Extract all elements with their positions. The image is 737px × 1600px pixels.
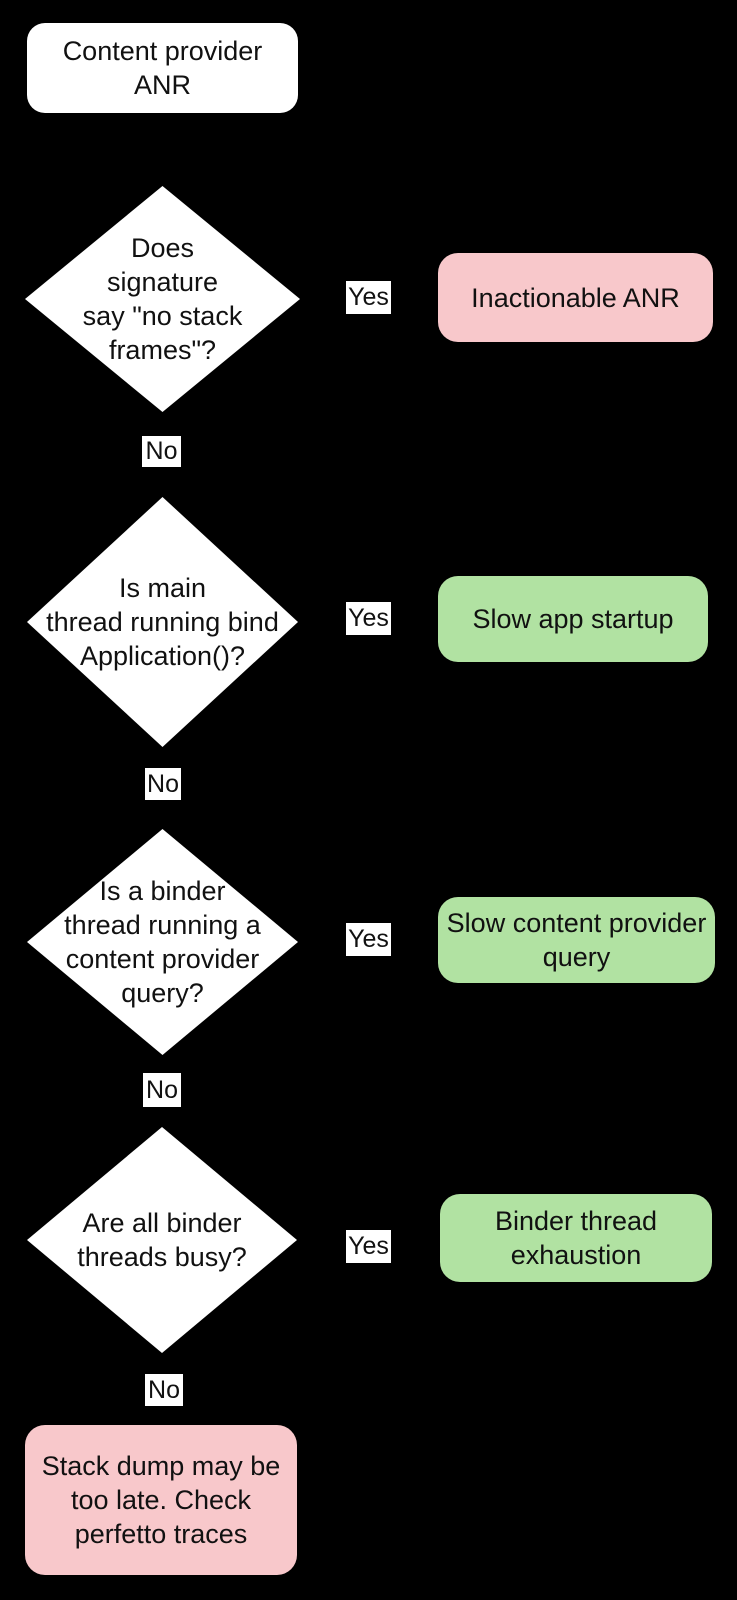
- edge-label-yes-2: Yes: [346, 602, 391, 635]
- edge-label-yes-1: Yes: [346, 281, 391, 314]
- outcome-slow-app-startup: Slow app startup: [438, 576, 708, 662]
- start-node-content-provider-anr: Content provider ANR: [27, 23, 298, 113]
- outcome-slow-content-provider-query: Slow content provider query: [438, 897, 715, 983]
- edge-label-yes-4: Yes: [346, 1230, 391, 1263]
- edge-label-no-1: No: [142, 436, 181, 467]
- edge-label-no-4: No: [145, 1374, 183, 1406]
- outcome-binder-thread-exhaustion: Binder thread exhaustion: [440, 1194, 712, 1282]
- edge-label-yes-3: Yes: [346, 923, 391, 956]
- outcome-inactionable-anr: Inactionable ANR: [438, 253, 713, 342]
- edge-label-no-2: No: [145, 768, 181, 800]
- end-node-stack-dump-too-late: Stack dump may be too late. Check perfet…: [25, 1425, 297, 1575]
- edge-label-no-3: No: [143, 1073, 181, 1107]
